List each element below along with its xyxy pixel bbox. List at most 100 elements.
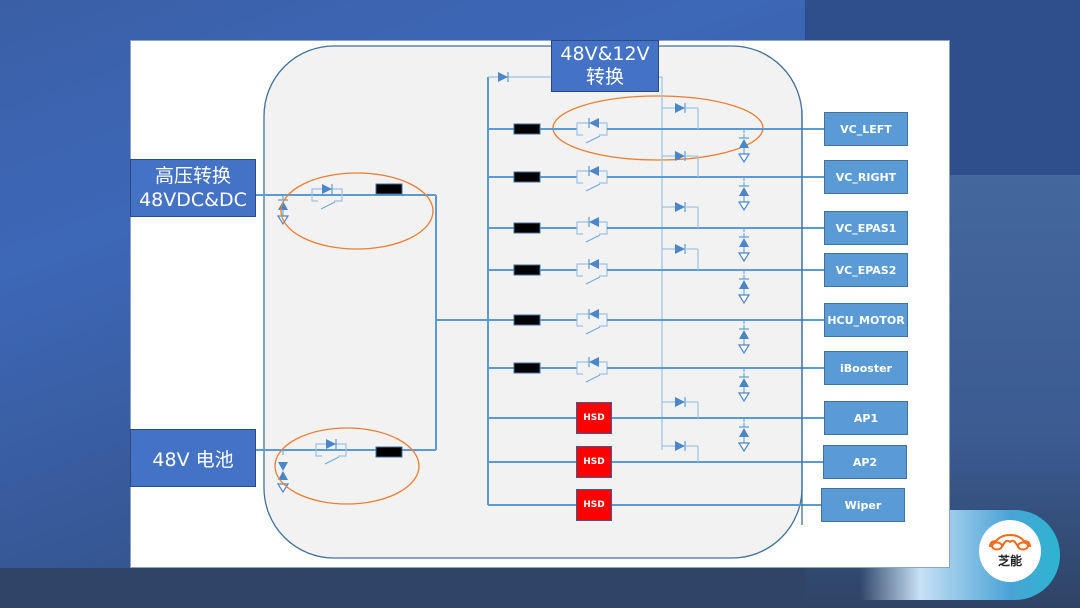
enclosure <box>263 45 803 559</box>
tvs-diode-icon <box>739 187 749 196</box>
car-logo-icon <box>989 533 1031 551</box>
load-box-vc-epas1: VC_EPAS1 <box>824 211 908 245</box>
diode-icon <box>589 166 599 176</box>
relay-frame <box>576 320 583 327</box>
tvs-diode-icon <box>278 201 288 210</box>
load-box-ibooster: iBooster <box>824 351 908 385</box>
diode-icon <box>589 118 599 128</box>
relay-switch <box>585 135 601 144</box>
relay-switch <box>585 234 601 243</box>
load-label: AP1 <box>853 411 879 425</box>
load-box-vc-epas2: VC_EPAS2 <box>824 253 908 287</box>
tvs-diode-icon <box>739 378 749 387</box>
relay-switch <box>324 456 340 465</box>
hsd-switch: HSD <box>576 402 612 434</box>
load-box-wiper: Wiper <box>821 488 905 522</box>
diode-icon <box>675 244 685 254</box>
relay-frame <box>311 188 343 202</box>
relay-frame <box>576 170 608 184</box>
fuse-icon <box>513 362 541 374</box>
tvs-diode-icon <box>739 330 749 339</box>
load-label: HCU_MOTOR <box>827 313 905 327</box>
load-box-ap2: AP2 <box>823 445 907 479</box>
relay-frame <box>576 129 583 136</box>
hsd-switch: HSD <box>576 446 612 478</box>
relay-frame <box>576 361 608 375</box>
ground-icon <box>737 294 751 305</box>
load-label: AP2 <box>852 455 878 469</box>
hsd-switch: HSD <box>576 489 612 521</box>
relay-frame <box>576 177 583 184</box>
dcdc-converter-line2: 转换 <box>585 66 624 88</box>
relay-frame <box>315 443 347 457</box>
diode-icon <box>589 259 599 269</box>
diode-icon <box>675 151 685 161</box>
relay-frame <box>576 228 583 235</box>
ground-icon <box>737 392 751 403</box>
logo: 芝能 <box>979 520 1041 582</box>
hv-converter-line1: 高压转换 <box>154 165 231 187</box>
dcdc-converter-box: 48V&12V 转换 <box>551 40 659 92</box>
diode-icon <box>675 103 685 113</box>
relay-frame <box>576 221 608 235</box>
relay-switch <box>585 276 601 285</box>
relay-frame <box>576 263 608 277</box>
diode-icon <box>322 184 332 194</box>
relay-frame <box>315 450 322 457</box>
battery-box: 48V 电池 <box>130 429 256 487</box>
ground-icon <box>737 201 751 212</box>
diode-icon <box>675 397 685 407</box>
dcdc-converter-line1: 48V&12V <box>560 43 650 65</box>
load-label: Wiper <box>844 498 882 512</box>
relay-frame <box>576 122 608 136</box>
load-box-hcu-motor: HCU_MOTOR <box>824 303 908 337</box>
diode-icon <box>675 202 685 212</box>
relay-frame <box>576 313 608 327</box>
load-label: VC_EPAS1 <box>835 221 897 235</box>
tvs-diode-icon <box>278 462 288 471</box>
hv-converter-line2: 48VDC&DC <box>139 189 247 211</box>
load-box-vc-left: VC_LEFT <box>824 112 908 146</box>
hsd-label: HSD <box>583 457 605 467</box>
relay-switch <box>585 326 601 335</box>
fuse-icon <box>513 222 541 234</box>
highlight-ellipse-battery <box>274 427 420 505</box>
ground-icon <box>737 153 751 164</box>
background-bottom <box>0 568 805 608</box>
battery-label: 48V 电池 <box>152 448 234 471</box>
fuse-icon <box>513 123 541 135</box>
load-label: VC_EPAS2 <box>835 263 897 277</box>
tvs-diode-icon <box>739 280 749 289</box>
relay-switch <box>585 374 601 383</box>
fuse-icon <box>375 446 403 458</box>
fuse-icon <box>375 183 403 195</box>
tvs-diode-icon <box>739 238 749 247</box>
load-label: VC_RIGHT <box>835 170 897 184</box>
load-box-vc-right: VC_RIGHT <box>824 160 908 194</box>
load-label: iBooster <box>840 361 892 375</box>
load-box-ap1: AP1 <box>824 401 908 435</box>
fuse-icon <box>513 171 541 183</box>
tvs-diode-icon <box>739 139 749 148</box>
relay-frame <box>576 368 583 375</box>
diode-icon <box>498 72 508 82</box>
ground-icon <box>737 252 751 263</box>
load-label: VC_LEFT <box>840 122 892 136</box>
fuse-icon <box>513 314 541 326</box>
diode-icon <box>589 309 599 319</box>
tvs-diode-icon <box>278 471 288 480</box>
highlight-ellipse-hv <box>280 172 434 250</box>
ground-icon <box>737 344 751 355</box>
diode-icon <box>326 439 336 449</box>
relay-frame <box>311 195 318 202</box>
ground-icon <box>737 442 751 453</box>
fuse-icon <box>513 264 541 276</box>
hsd-label: HSD <box>583 413 605 423</box>
relay-switch <box>585 183 601 192</box>
hv-converter-box: 高压转换 48VDC&DC <box>130 159 256 217</box>
relay-frame <box>576 270 583 277</box>
tvs-diode-icon <box>739 428 749 437</box>
hsd-label: HSD <box>583 500 605 510</box>
diode-icon <box>675 441 685 451</box>
